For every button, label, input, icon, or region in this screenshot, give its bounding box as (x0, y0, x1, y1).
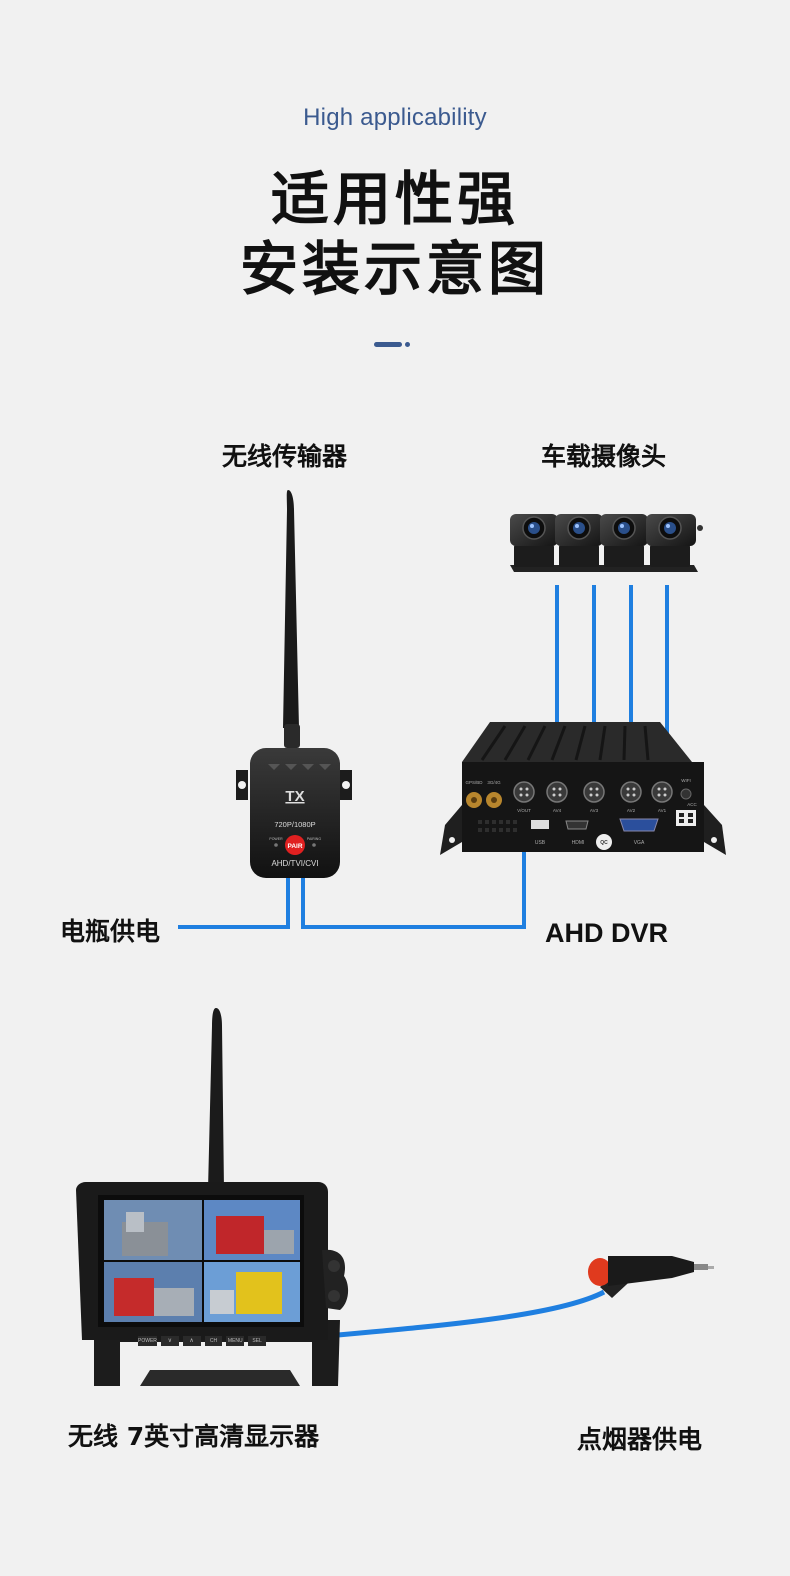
transmitter-badge: TX (285, 788, 304, 805)
power-led-label: POWER (269, 837, 283, 841)
pair-button-label: PAIR (287, 843, 302, 850)
wireless-monitor (76, 1182, 349, 1386)
hdmi-port-label: HDMI (572, 840, 585, 846)
vga-port (619, 818, 659, 832)
monitor-buttons: POWER ∨ ∧ CH MENU SEL (138, 1336, 267, 1346)
monitor-label: 无线 7英寸高清显示器 (68, 1422, 320, 1451)
camera-4 (646, 514, 703, 572)
transmitter-label: 无线传输器 (222, 442, 348, 471)
monitor-antenna (208, 1008, 224, 1190)
monitor-quad-screen (104, 1200, 300, 1322)
plug-body (608, 1256, 694, 1286)
transmitter-resolution: 720P/1080P (274, 820, 315, 829)
pair-button[interactable] (285, 835, 305, 855)
transmitter-dvr-cable (301, 830, 526, 929)
divider-bar (374, 342, 402, 347)
vga-port-label: VGA (634, 840, 645, 846)
qc-sticker (596, 834, 612, 850)
subtitle: High applicability (303, 104, 487, 131)
camera-1 (510, 514, 562, 572)
transmitter-mount-tabs (236, 770, 352, 800)
usb-port (531, 820, 549, 829)
dvr-top (462, 722, 692, 762)
ahd-dvr: GPS/BD 3G/4G V/OUT AV4 AV3 AV2 AV1 WIFI … (440, 722, 726, 855)
title-line-1: 适用性强 (270, 165, 519, 233)
monitor-select-button[interactable]: SEL (248, 1336, 267, 1346)
installation-diagram-lower (76, 1008, 714, 1386)
vehicle-cameras (510, 514, 703, 572)
qc-sticker-label: QC (600, 840, 608, 846)
title-line-2: 安装示意图 (239, 235, 550, 303)
camera-3 (600, 514, 652, 572)
divider-dot (405, 342, 410, 347)
plug-red-cap (588, 1258, 612, 1286)
dvr-right-flange (704, 805, 726, 855)
cameras-label: 车载摄像头 (541, 442, 667, 471)
monitor-down-button[interactable]: ∨ (160, 1336, 179, 1346)
pairing-led-label: PAIRING (307, 837, 321, 841)
dvr-front-panel (462, 762, 704, 852)
monitor-power-button[interactable]: POWER (138, 1336, 157, 1346)
av2-port-label: AV2 (627, 808, 636, 813)
usb-port-label: USB (535, 840, 546, 846)
av3-port-label: AV3 (590, 808, 599, 813)
monitor-power-cable (337, 1289, 606, 1338)
power-cables (178, 830, 526, 929)
wifi-port-label: WIFI (681, 778, 691, 783)
installation-diagram-upper: TX 720P/1080P PAIR POWER PAIRING AHD/TVI… (178, 490, 726, 929)
gps-port-label: GPS/BD (465, 780, 483, 785)
transmitter-formats: AHD/TVI/CVI (271, 859, 318, 868)
monitor-up-button[interactable]: ∧ (182, 1336, 201, 1346)
camera-2 (555, 514, 607, 572)
transmitter-body (250, 748, 340, 878)
battery-power-cable (178, 875, 290, 929)
vout-port-label: V/OUT (517, 808, 531, 813)
power-connector (676, 810, 696, 826)
cigarette-power-label: 点烟器供电 (577, 1425, 703, 1454)
dvr-left-flange (440, 805, 462, 855)
monitor-channel-button[interactable]: CH (204, 1336, 223, 1346)
av4-port-label: AV4 (553, 808, 562, 813)
battery-power-label: 电瓶供电 (60, 917, 161, 946)
monitor-menu-button[interactable]: MENU (226, 1336, 245, 1346)
transmitter-antenna (283, 490, 299, 728)
av1-port-label: AV1 (658, 808, 667, 813)
acc-port-label: ACC (687, 802, 697, 807)
cigarette-lighter-plug (588, 1256, 714, 1298)
4g-port-label: 3G/4G (487, 780, 501, 785)
wireless-transmitter: TX 720P/1080P PAIR POWER PAIRING AHD/TVI… (236, 490, 352, 878)
hdmi-port (565, 820, 589, 830)
dvr-label: AHD DVR (545, 918, 669, 948)
